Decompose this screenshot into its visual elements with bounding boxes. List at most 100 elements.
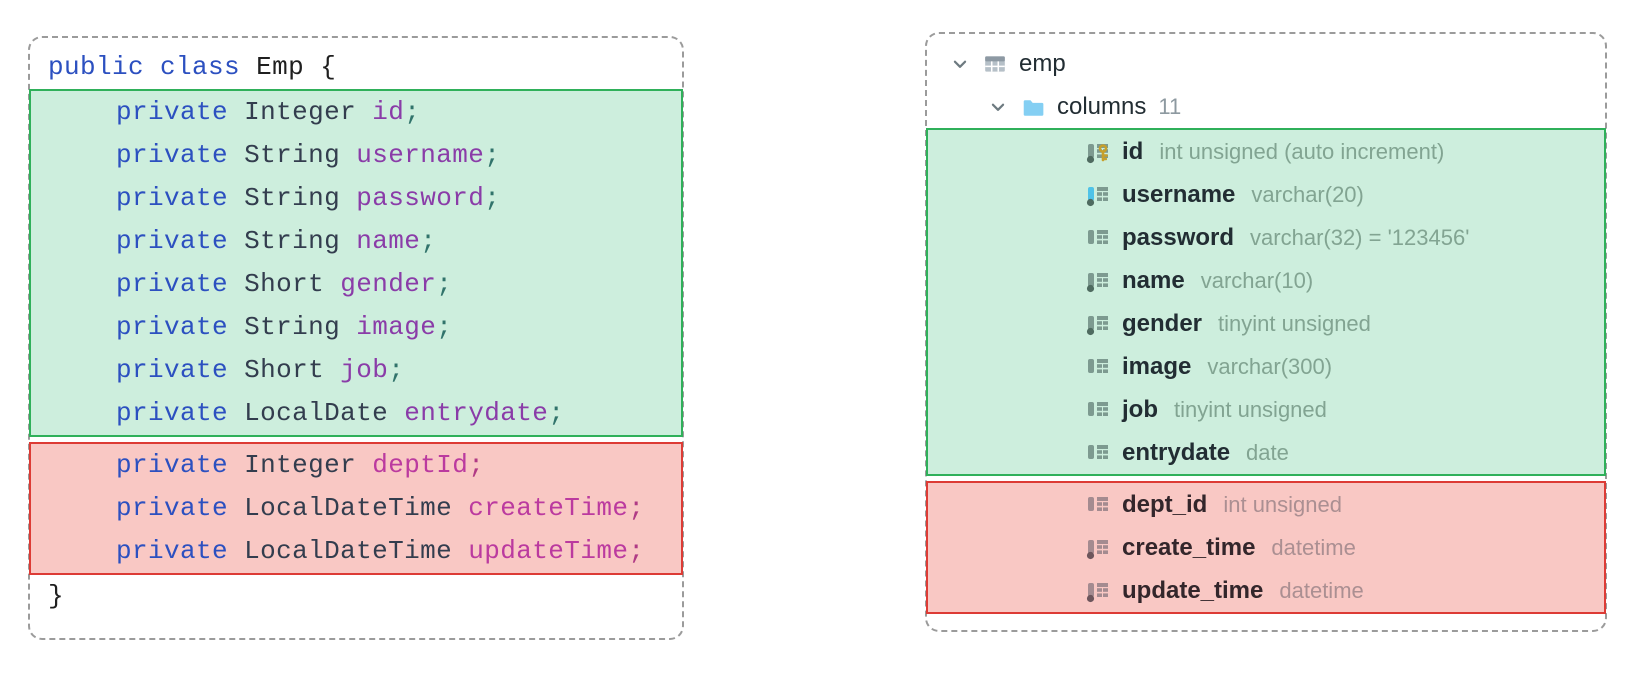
table-icon xyxy=(983,52,1007,76)
semicolon: ; xyxy=(436,269,453,299)
field-name: password xyxy=(356,183,485,213)
column-type: date xyxy=(1246,439,1289,465)
open-brace: { xyxy=(320,52,337,82)
column-row[interactable]: gender tinyint unsigned xyxy=(928,302,1604,345)
not-null-dot-badge-icon xyxy=(1086,198,1095,206)
table-name: emp xyxy=(1019,49,1066,77)
column-name: update_time xyxy=(1122,576,1264,604)
semicolon: ; xyxy=(404,97,421,127)
field-declaration-line: private Integer deptId; xyxy=(31,444,681,487)
column-row[interactable]: image varchar(300) xyxy=(928,345,1604,388)
green-highlight-mapped-columns: id int unsigned (auto increment) usernam… xyxy=(926,128,1606,476)
column-type: int unsigned xyxy=(1223,491,1342,517)
column-row[interactable]: job tinyint unsigned xyxy=(928,388,1604,431)
column-name: gender xyxy=(1122,309,1203,337)
column-type: tinyint unsigned xyxy=(1174,396,1327,422)
close-brace: } xyxy=(48,581,65,611)
class-name: Emp xyxy=(256,52,305,82)
field-name: job xyxy=(340,355,389,385)
field-modifier: private xyxy=(116,450,229,480)
semicolon: ; xyxy=(484,140,501,170)
columns-count-badge: 11 xyxy=(1158,93,1182,119)
field-modifier: private xyxy=(116,355,229,385)
field-name: createTime xyxy=(468,493,629,523)
columns-folder-label: columns xyxy=(1057,92,1147,120)
column-name: dept_id xyxy=(1122,490,1208,518)
column-name: name xyxy=(1122,266,1185,294)
semicolon: ; xyxy=(628,536,645,566)
field-declaration-line: private LocalDate entrydate; xyxy=(31,392,681,435)
folder-icon xyxy=(1021,95,1045,119)
field-modifier: private xyxy=(116,493,229,523)
column-icon xyxy=(1086,183,1110,207)
column-name: job xyxy=(1122,395,1158,423)
field-modifier: private xyxy=(116,226,229,256)
column-row[interactable]: dept_id int unsigned xyxy=(928,483,1604,526)
column-name: image xyxy=(1122,352,1192,380)
column-row[interactable]: username varchar(20) xyxy=(928,173,1604,216)
field-name: gender xyxy=(340,269,437,299)
tree-node-columns-folder[interactable]: columns 11 xyxy=(927,85,1605,128)
column-name: entrydate xyxy=(1122,438,1231,466)
semicolon: ; xyxy=(484,183,501,213)
column-type: varchar(20) xyxy=(1251,181,1364,207)
field-modifier: private xyxy=(116,183,229,213)
not-null-dot-badge-icon xyxy=(1086,551,1095,559)
chevron-down-icon[interactable] xyxy=(989,98,1007,116)
semicolon: ; xyxy=(420,226,437,256)
column-icon xyxy=(1086,140,1110,164)
semicolon: ; xyxy=(468,450,485,480)
not-null-dot-badge-icon xyxy=(1086,327,1095,335)
field-name: name xyxy=(356,226,421,256)
column-type: int unsigned (auto increment) xyxy=(1159,138,1445,164)
field-type: Integer xyxy=(244,97,357,127)
field-name: deptId xyxy=(372,450,469,480)
column-icon xyxy=(1086,269,1110,293)
field-name: entrydate xyxy=(404,398,549,428)
field-name: id xyxy=(372,97,405,127)
column-row[interactable]: name varchar(10) xyxy=(928,259,1604,302)
column-type: varchar(10) xyxy=(1200,267,1314,293)
column-row[interactable]: entrydate date xyxy=(928,431,1604,474)
field-type: LocalDateTime xyxy=(244,493,453,523)
field-modifier: private xyxy=(116,312,229,342)
chevron-down-icon[interactable] xyxy=(951,55,969,73)
database-tree-panel: emp columns 11 xyxy=(925,32,1607,632)
field-name: updateTime xyxy=(468,536,629,566)
field-type: LocalDate xyxy=(244,398,389,428)
column-row[interactable]: create_time datetime xyxy=(928,526,1604,569)
column-icon xyxy=(1086,493,1110,517)
tree-node-table-emp[interactable]: emp xyxy=(927,42,1605,85)
field-type: String xyxy=(244,183,341,213)
semicolon: ; xyxy=(628,493,645,523)
column-row[interactable]: password varchar(32) = '123456' xyxy=(928,216,1604,259)
field-type: Integer xyxy=(244,450,357,480)
column-icon xyxy=(1086,312,1110,336)
field-name: username xyxy=(356,140,485,170)
class-declaration-line: public class Emp { xyxy=(30,46,682,89)
field-type: Short xyxy=(244,269,325,299)
class-keyword: public class xyxy=(48,52,241,82)
not-null-dot-badge-icon xyxy=(1086,155,1095,163)
not-null-dot-badge-icon xyxy=(1086,284,1095,292)
column-row[interactable]: id int unsigned (auto increment) xyxy=(928,130,1604,173)
column-type: varchar(32) = '123456' xyxy=(1250,224,1470,250)
field-name: image xyxy=(356,312,437,342)
field-modifier: private xyxy=(116,140,229,170)
red-highlight-unmapped-columns: dept_id int unsigned create_time datetim… xyxy=(926,481,1606,614)
column-row[interactable]: update_time datetime xyxy=(928,569,1604,612)
column-icon xyxy=(1086,441,1110,465)
semicolon: ; xyxy=(548,398,565,428)
column-type: datetime xyxy=(1271,534,1356,560)
field-modifier: private xyxy=(116,398,229,428)
column-icon xyxy=(1086,398,1110,422)
column-name: password xyxy=(1122,223,1235,251)
